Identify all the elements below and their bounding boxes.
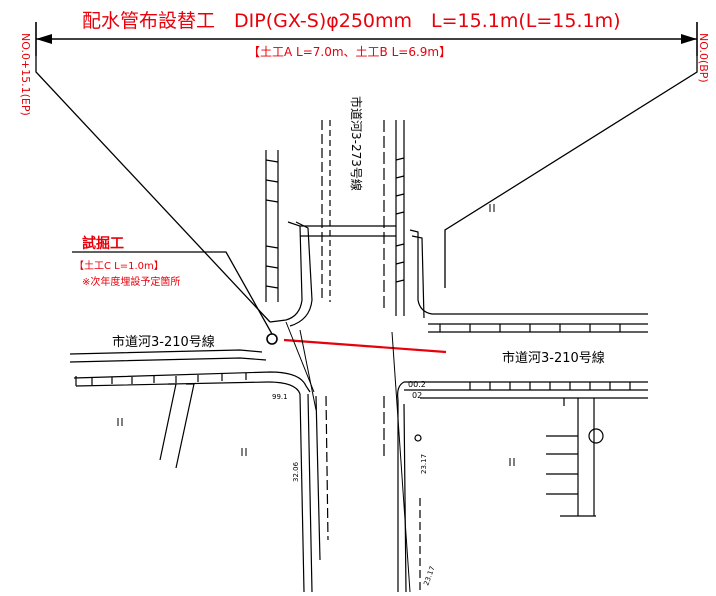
kerb-ticks-west-road	[91, 373, 247, 385]
horizontal-road-west-edges	[69, 349, 311, 395]
horizontal-road-east-edges	[397, 381, 648, 401]
south-road-edges	[299, 393, 421, 593]
station-left-label: NO.0+15.1(EP)	[19, 33, 32, 116]
vertical-road-west-edges	[265, 120, 396, 327]
kerb-ticks-east-road	[439, 324, 631, 390]
building-outlines	[159, 383, 596, 517]
mark-label-02: 02	[412, 391, 422, 400]
mark-label-002: 00.2	[408, 380, 426, 389]
vertical-road-east-edges	[383, 120, 648, 333]
test-pit-line1: 【土工C L=1.0m】	[74, 259, 164, 272]
dimension-arrow-right	[681, 34, 697, 44]
kerb-ticks-east	[395, 157, 405, 283]
road-label-vertical: 市道河3-273号線	[349, 96, 364, 191]
elevation-label-32: 32.06	[292, 461, 300, 482]
elevation-label-23b: 23.17	[422, 565, 436, 587]
valve-icon	[414, 434, 422, 442]
test-pit-line2: ※次年度埋設予定箇所	[82, 275, 180, 288]
dimension-arrow-left	[36, 34, 52, 44]
diagonal-lines	[285, 321, 411, 593]
elevation-label-99: 99.1	[272, 393, 288, 401]
drawing-subtitle: 【土工A L=7.0m、土工B L=6.9m】	[248, 45, 451, 59]
station-right-label: NO.0(BP)	[697, 33, 710, 83]
test-pit-leader	[72, 251, 273, 335]
manhole-icon	[588, 428, 604, 444]
road-label-left: 市道河3-210号線	[112, 334, 215, 350]
test-pit-title: 試掘工	[82, 235, 124, 252]
road-label-right: 市道河3-210号線	[502, 350, 605, 366]
leader-lines	[35, 56, 698, 323]
test-pit-marker-icon	[266, 333, 278, 345]
kerb-ticks-west	[265, 159, 279, 289]
elevation-label-23a: 23.17	[420, 454, 428, 474]
drawing-title: 配水管布設替工 DIP(GX-S)φ250mm L=15.1m(L=15.1m)	[82, 10, 621, 32]
proposed-pipe-line	[283, 338, 447, 354]
hatch-markers	[117, 204, 515, 466]
